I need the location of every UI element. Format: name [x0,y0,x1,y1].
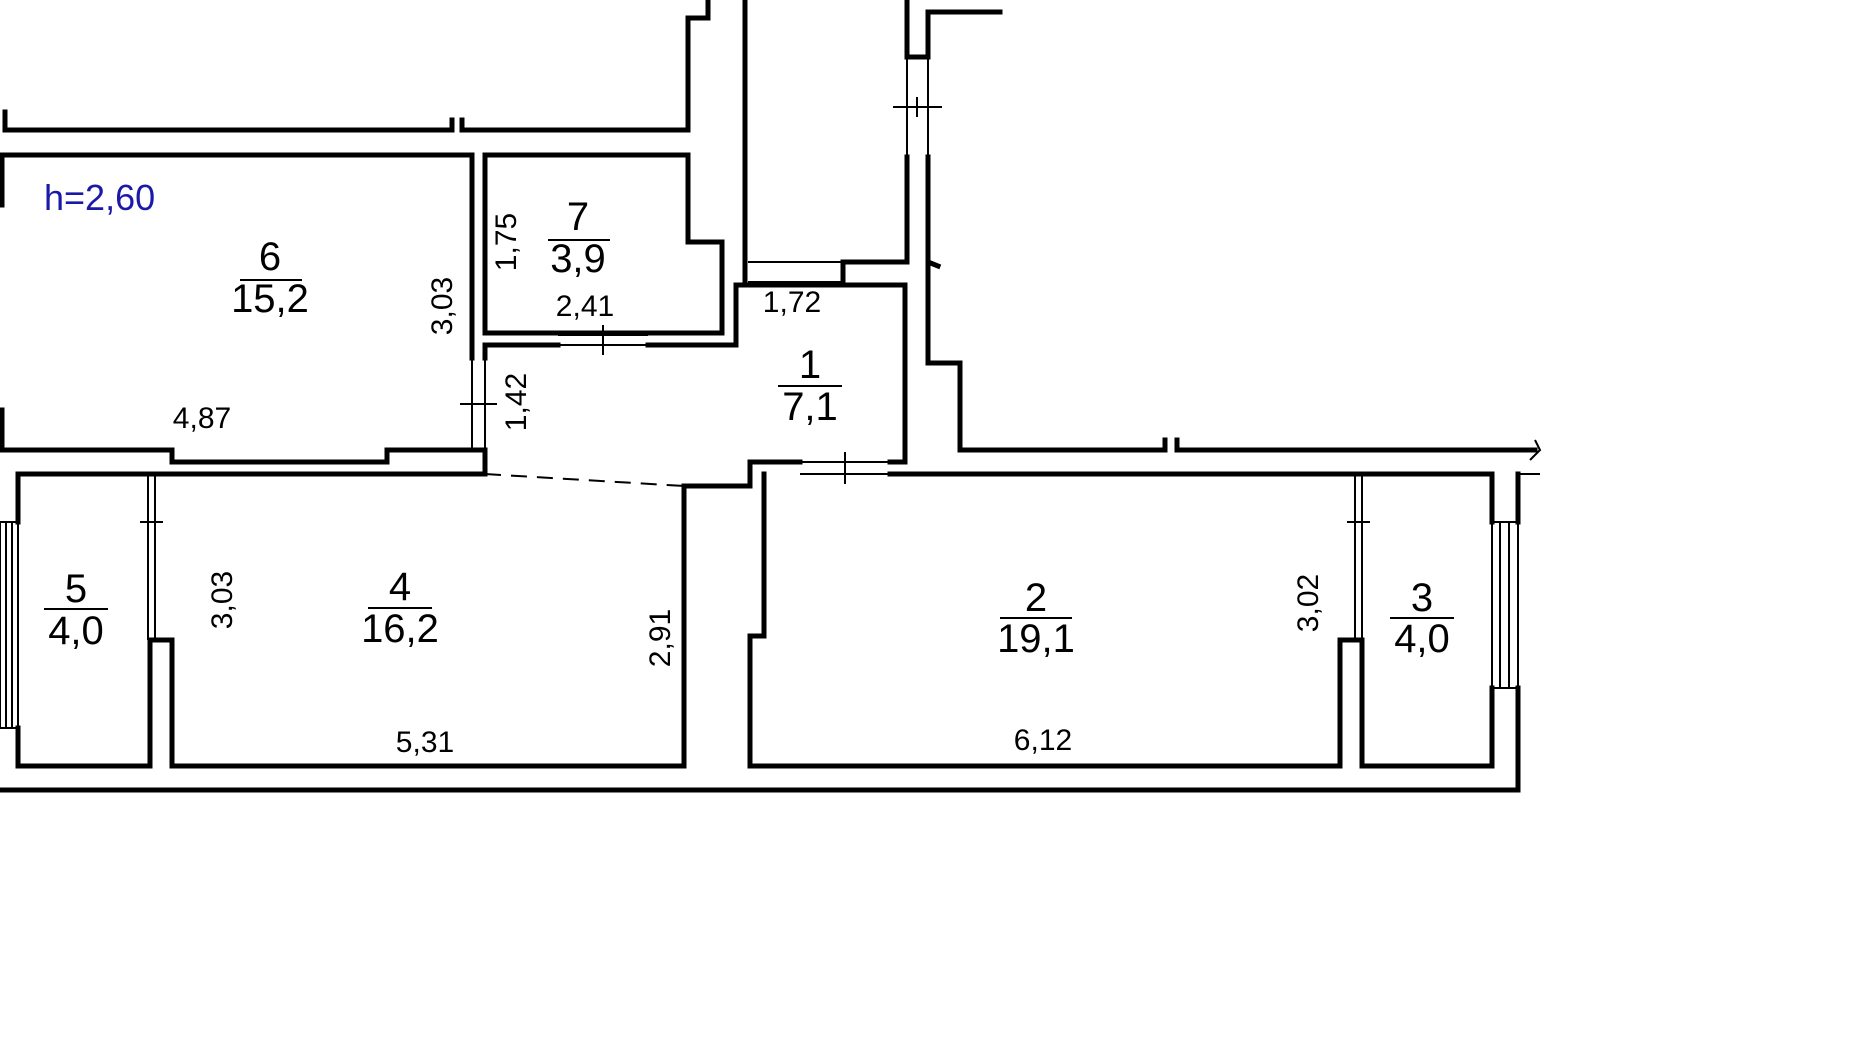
room-3-label: 3 4,0 [1390,576,1454,661]
room-area: 4,0 [1394,617,1450,661]
dimension-room4-depth: 3,03 [206,571,239,629]
room-number: 4 [389,565,411,609]
room-6-label: 6 15,2 [231,235,309,321]
room-area: 15,2 [231,277,309,321]
dimension-room2-width: 6,12 [1014,724,1072,757]
room-2-label: 2 19,1 [997,576,1075,661]
dimension-room4-width: 5,31 [396,726,454,759]
dimension-room7-width: 2,41 [556,290,614,323]
room-area: 3,9 [550,237,606,281]
room-number: 1 [799,343,821,387]
room-number: 3 [1411,576,1433,620]
dimension-room1-width: 1,72 [763,286,821,319]
room-4-label: 4 16,2 [361,565,439,651]
room-area: 19,1 [997,617,1075,661]
room-number: 5 [65,567,87,611]
room-area: 16,2 [361,607,439,651]
ceiling-height-label: h=2,60 [44,177,155,218]
room-area: 4,0 [48,609,104,653]
room-7-label: 7 3,9 [548,195,610,281]
dimension-hall-opening: 1,42 [500,373,533,431]
dimension-room7-depth: 1,75 [490,213,523,271]
walls [0,0,1542,793]
dimension-room4-side: 2,91 [644,609,677,667]
room-number: 7 [567,195,589,239]
room-number: 2 [1025,576,1047,620]
room-1-label: 1 7,1 [778,343,842,429]
room-number: 6 [259,235,281,279]
room-area: 7,1 [782,385,838,429]
dimension-room6-depth: 3,03 [426,277,459,335]
room-5-label: 5 4,0 [44,567,108,653]
dimension-room6-width: 4,87 [173,402,231,435]
dimension-room2-depth: 3,02 [1292,574,1325,632]
